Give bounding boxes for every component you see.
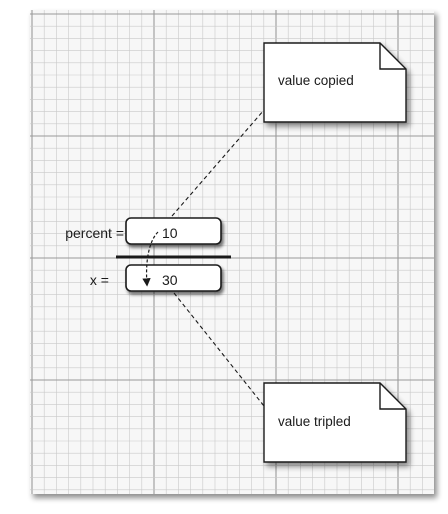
note-bottom-text: value tripled xyxy=(278,414,351,429)
note-bottom xyxy=(263,382,407,463)
note-top-fold xyxy=(379,43,406,70)
leader-line-top xyxy=(171,109,265,217)
leader-line-bottom xyxy=(173,292,265,407)
percent-value-box xyxy=(125,217,222,245)
copy-arrow xyxy=(142,231,159,287)
note-top xyxy=(263,42,407,123)
x-value: 30 xyxy=(162,272,178,288)
note-bottom-fold xyxy=(379,383,406,410)
percent-label: percent = xyxy=(65,225,124,241)
percent-value: 10 xyxy=(162,225,178,241)
note-top-text: value copied xyxy=(278,73,354,88)
x-label: x = xyxy=(89,272,109,288)
